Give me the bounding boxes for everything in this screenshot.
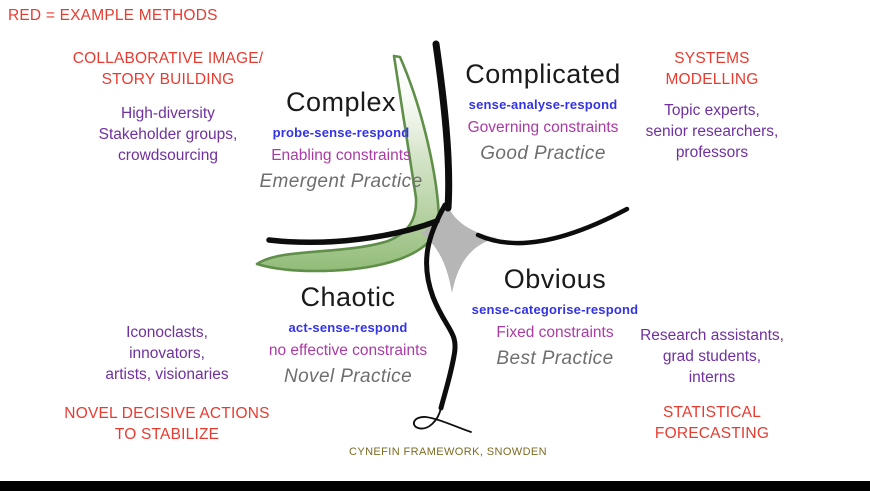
people-line: Research assistants, (640, 327, 784, 344)
method-line: FORECASTING (654, 425, 770, 442)
quadrant-title: Complicated (465, 59, 621, 89)
quadrant-chaotic: Chaotic act-sense-respond no effective c… (253, 281, 443, 387)
method-novel-decisive: NOVEL DECISIVE ACTIONS TO STABILIZE (32, 403, 302, 445)
caption-attribution: CYNEFIN FRAMEWORK, SNOWDEN (348, 446, 547, 458)
method-line: MODELLING (665, 71, 759, 88)
quadrant-complex: Complex probe-sense-respond Enabling con… (246, 86, 436, 192)
people-stakeholders: High-diversity Stakeholder groups, crowd… (43, 103, 293, 166)
people-line: artists, visionaries (105, 366, 229, 383)
people-experts: Topic experts, senior researchers, profe… (600, 100, 824, 163)
people-iconoclasts: Iconoclasts, innovators, artists, vision… (41, 322, 293, 385)
quadrant-constraint: Fixed constraints (496, 324, 614, 341)
method-line: COLLABORATIVE IMAGE/ (72, 50, 264, 67)
divider-bottom-curve (424, 202, 458, 411)
divider-right-curve (475, 206, 630, 246)
method-line: TO STABILIZE (114, 426, 220, 443)
quadrant-dynamic: sense-categorise-respond (471, 302, 639, 317)
quadrant-practice: Good Practice (480, 143, 606, 164)
quadrant-practice: Emergent Practice (259, 171, 423, 192)
quadrant-obvious: Obvious sense-categorise-respond Fixed c… (460, 263, 650, 369)
quadrant-practice: Novel Practice (283, 366, 413, 387)
cliff-hook-curve (412, 407, 472, 433)
quadrant-title: Complex (285, 87, 397, 117)
people-line: interns (688, 369, 736, 386)
people-assistants: Research assistants, grad students, inte… (600, 325, 824, 388)
people-line: crowdsourcing (118, 147, 218, 164)
quadrant-title: Chaotic (300, 282, 396, 312)
quadrant-constraint: no effective constraints (268, 342, 428, 359)
legend-red-note: RED = EXAMPLE METHODS (8, 7, 218, 24)
people-line: Stakeholder groups, (98, 126, 238, 143)
method-statistical-forecasting: STATISTICAL FORECASTING (600, 402, 824, 444)
quadrant-dynamic: sense-analyse-respond (468, 97, 618, 112)
method-systems-modelling: SYSTEMS MODELLING (600, 48, 824, 90)
divider-top-curve (432, 40, 453, 212)
divider-left-curve (266, 218, 440, 246)
quadrant-dynamic: act-sense-respond (288, 320, 408, 335)
quadrant-constraint: Enabling constraints (271, 147, 411, 164)
people-line: innovators, (129, 345, 205, 362)
method-line: STATISTICAL (662, 404, 762, 421)
disorder-region (421, 199, 497, 293)
method-line: NOVEL DECISIVE ACTIONS (64, 405, 270, 422)
people-line: Topic experts, (664, 102, 760, 119)
quadrant-practice: Best Practice (496, 348, 614, 369)
letterbox-bottom-bar (0, 481, 870, 491)
people-line: High-diversity (121, 105, 215, 122)
quadrant-constraint: Governing constraints (467, 119, 619, 136)
quadrant-title: Obvious (503, 264, 607, 294)
method-collaborative-story: COLLABORATIVE IMAGE/ STORY BUILDING (43, 48, 293, 90)
people-line: senior researchers, (645, 123, 779, 140)
method-line: SYSTEMS (674, 50, 750, 67)
people-line: professors (675, 144, 749, 161)
people-line: Iconoclasts, (126, 324, 208, 341)
quadrant-complicated: Complicated sense-analyse-respond Govern… (448, 58, 638, 164)
quadrant-dynamic: probe-sense-respond (272, 125, 410, 140)
people-line: grad students, (662, 348, 762, 365)
method-line: STORY BUILDING (101, 71, 235, 88)
